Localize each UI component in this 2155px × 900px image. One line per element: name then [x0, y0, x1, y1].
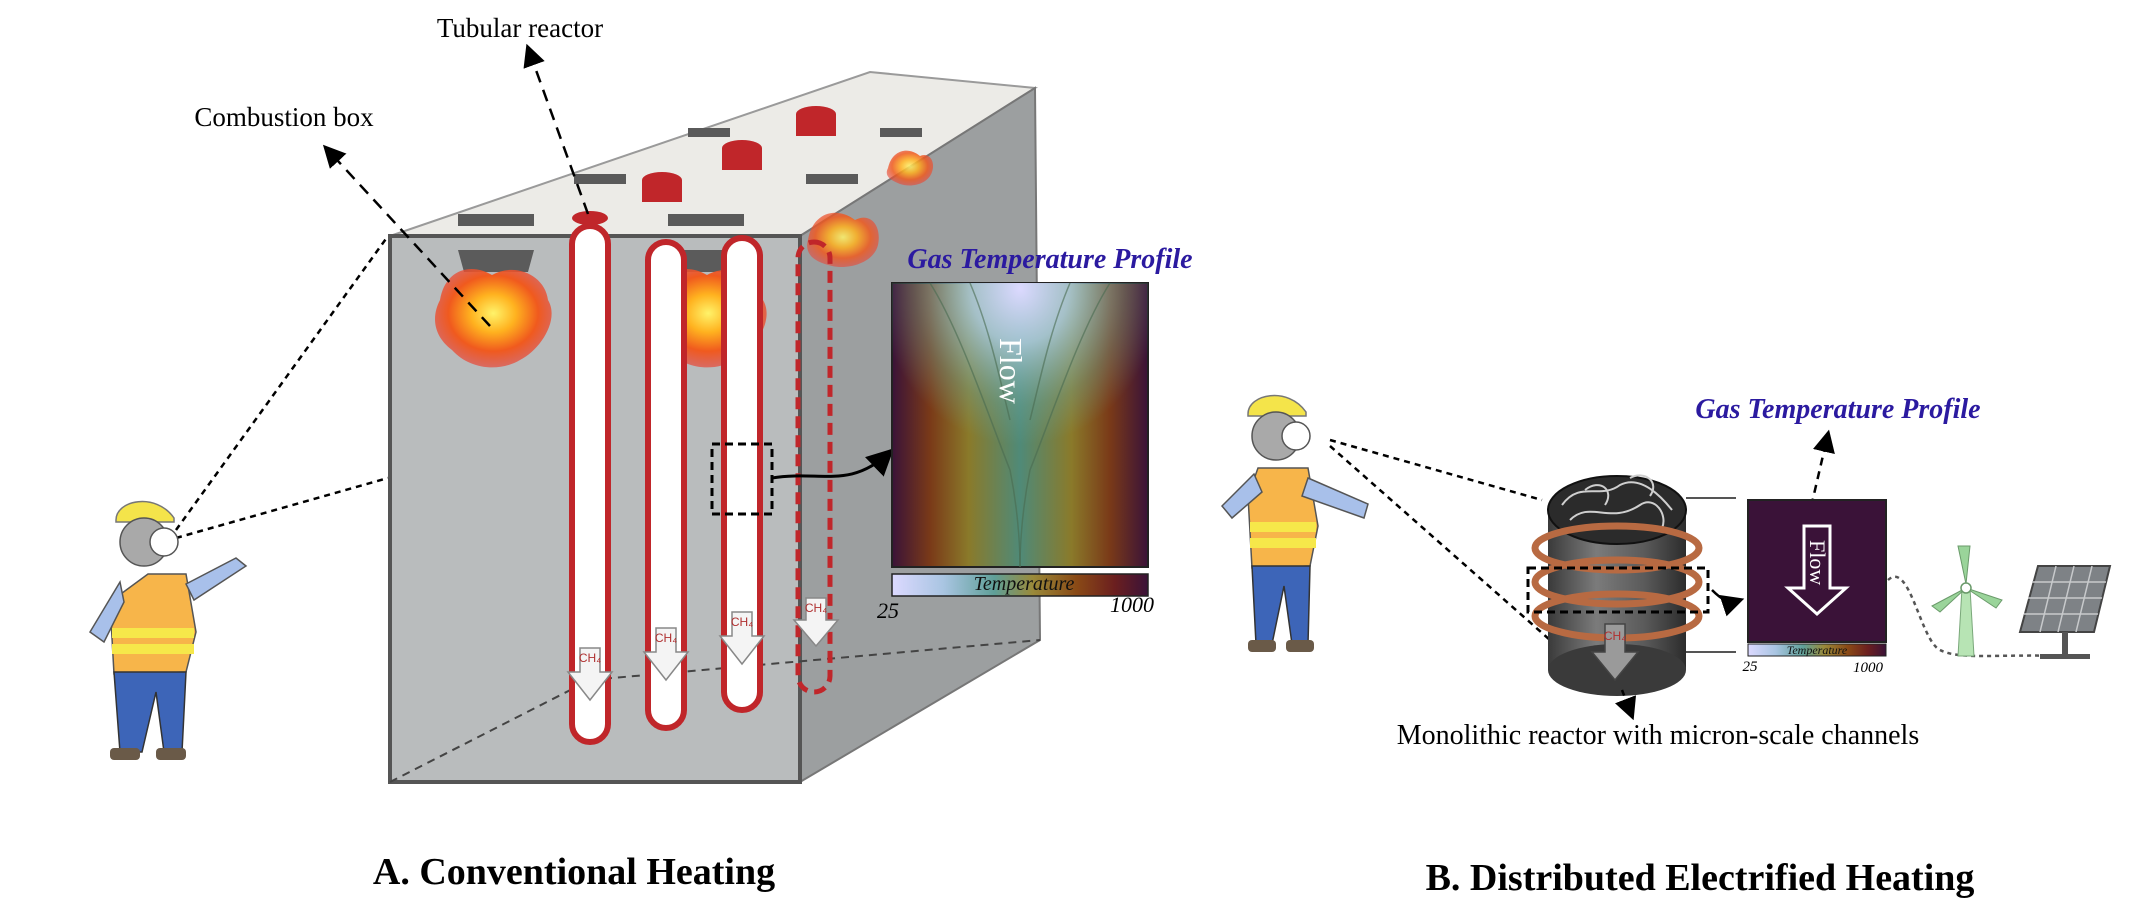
zoom-region	[1526, 566, 1710, 614]
zoom-arrow	[1711, 589, 1745, 617]
temperature-profile-b: Gas Temperature Profile Flow Temperature…	[1695, 394, 1980, 676]
flow-arrow-b	[1590, 623, 1640, 682]
label-tubular-reactor: Tubular reactor	[437, 13, 603, 43]
zoom-region	[710, 442, 774, 516]
monolith-reactor: CH₄	[1531, 474, 1736, 696]
colorbar-label: Temperature	[1787, 643, 1848, 657]
zoom-arrow	[771, 448, 894, 480]
sight-line	[1329, 438, 1543, 502]
tube-label: CH₄	[805, 601, 827, 615]
monolith-pointer	[1615, 689, 1637, 721]
panel-b: CH₄ Gas Temperature Profile Flow Tempera…	[1220, 394, 2112, 899]
flow-arrows-a: CH₄ CH₄ CH₄ CH₄	[566, 597, 840, 702]
wind-turbine-icon	[1931, 545, 2003, 657]
colorbar	[1747, 643, 1887, 657]
profile-title: Gas Temperature Profile	[907, 244, 1192, 275]
colorbar	[891, 573, 1149, 597]
colorbar-max: 1000	[1110, 592, 1154, 617]
tube-label: CH₄	[731, 615, 753, 629]
caption-b: B. Distributed Electrified Heating	[1426, 857, 1975, 899]
reactor-tubes	[569, 223, 833, 745]
solar-panel-icon	[2018, 565, 2112, 659]
person-icon	[1220, 394, 1369, 652]
flow-label: Flow	[993, 338, 1029, 404]
roof-tube-caps	[572, 106, 836, 225]
colorbar-min: 25	[1743, 659, 1759, 675]
panel-a: CH₄ CH₄ CH₄ CH₄ Tubular reactor Combusti…	[89, 13, 1193, 893]
roof-burners	[458, 128, 922, 226]
sight-line	[1329, 445, 1551, 641]
tube-label: CH₄	[655, 631, 677, 645]
colorbar-min: 25	[877, 598, 899, 623]
tube-label: CH₄	[1604, 629, 1626, 643]
flow-label: Flow	[1805, 540, 1830, 585]
sight-line	[175, 476, 389, 540]
flow-arrow-profile	[1784, 524, 1850, 617]
combustion-pointer	[322, 144, 491, 327]
colorbar-label: Temperature	[974, 573, 1075, 595]
colorbar-max: 1000	[1853, 660, 1884, 676]
person-icon	[89, 500, 248, 760]
reactor-pointer	[523, 43, 590, 215]
caption-a: A. Conventional Heating	[373, 851, 775, 893]
profile-title: Gas Temperature Profile	[1695, 394, 1980, 425]
label-combustion-box: Combustion box	[194, 102, 374, 132]
temperature-profile-a: Gas Temperature Profile Flow Temperature…	[877, 244, 1193, 623]
label-monolithic-reactor: Monolithic reactor with micron-scale cha…	[1397, 720, 1919, 751]
tube-label: CH₄	[579, 651, 601, 665]
sight-line	[174, 235, 390, 531]
